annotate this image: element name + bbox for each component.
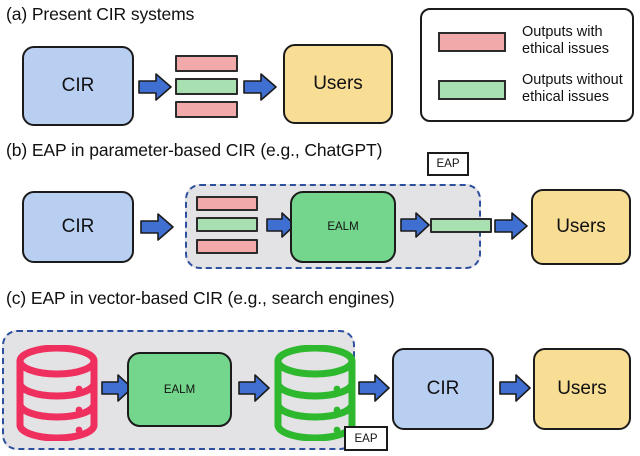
panel-c-cir-box: CIR: [392, 348, 494, 430]
panel-c-users-box: Users: [533, 348, 631, 430]
legend-item-ethical: Outputs without ethical issues: [438, 72, 623, 106]
panel-b-eap-tag: EAP: [427, 152, 469, 176]
panel-a-bar-1: [175, 55, 238, 72]
legend-swatch-ethical: [438, 80, 506, 100]
panel-a-cir-box: CIR: [22, 46, 134, 126]
panel-c-arrow-1: [101, 374, 133, 402]
panel-a-bar-3: [175, 101, 238, 118]
legend-label-ethical: Outputs without ethical issues: [522, 72, 623, 105]
panel-c-arrow-3: [358, 374, 390, 402]
panel-c-input-database-icon: [16, 345, 98, 441]
panel-b-input-bar-3: [196, 239, 258, 254]
panel-b-output-bar-1: [430, 218, 492, 233]
panel-c-users-label: Users: [557, 378, 607, 399]
legend-box: [420, 8, 634, 122]
panel-b-ealm-box: EALM: [290, 191, 396, 263]
panel-b-users-box: Users: [531, 189, 631, 265]
panel-c-output-database-icon: [274, 345, 356, 441]
panel-b-arrow-3: [400, 212, 430, 238]
panel-b-input-bar-1: [196, 196, 258, 211]
panel-b-arrow-1: [140, 213, 174, 241]
panel-a-arrow-1: [138, 73, 172, 101]
panel-c-ealm-box: EALM: [127, 352, 232, 427]
panel-a-cir-label: CIR: [61, 75, 95, 96]
panel-c-ealm-label: EALM: [163, 383, 196, 396]
legend-label-unethical: Outputs with ethical issues: [522, 24, 610, 57]
panel-c-arrow-4: [499, 374, 531, 402]
panel-a-arrow-2: [243, 73, 277, 101]
panel-b-users-label: Users: [556, 216, 606, 237]
panel-a-users-box: Users: [283, 44, 393, 124]
panel-b-ealm-label: EALM: [327, 221, 359, 233]
legend-item-unethical: Outputs with ethical issues: [438, 24, 609, 58]
legend-swatch-unethical: [438, 32, 506, 52]
panel-b-arrow-4: [494, 212, 528, 240]
panel-c-caption: (c) EAP in vector-based CIR (e.g., searc…: [6, 288, 395, 308]
panel-a-bar-2: [175, 78, 238, 95]
panel-c-eap-tag: EAP: [344, 426, 388, 451]
panel-b-caption: (b) EAP in parameter-based CIR (e.g., Ch…: [6, 140, 383, 160]
panel-c-eap-tag-label: EAP: [354, 432, 378, 445]
panel-b-arrow-2: [266, 212, 296, 238]
panel-b-eap-tag-label: EAP: [436, 158, 460, 170]
panel-c-cir-label: CIR: [426, 378, 460, 399]
panel-a-users-label: Users: [313, 73, 363, 94]
panel-a-caption: (a) Present CIR systems: [6, 4, 195, 24]
panel-b-cir-box: CIR: [22, 191, 134, 263]
panel-b-cir-label: CIR: [61, 216, 95, 237]
panel-c-arrow-2: [238, 374, 270, 402]
panel-b-input-bar-2: [196, 217, 258, 232]
